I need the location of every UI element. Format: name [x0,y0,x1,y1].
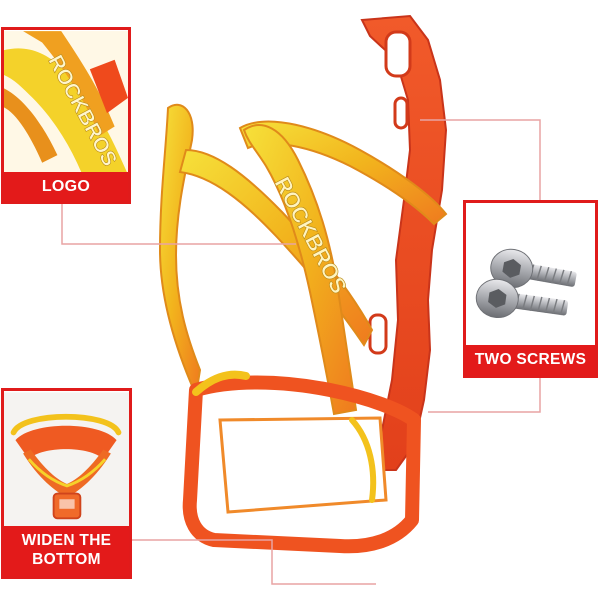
widen-bottom-callout-label: WIDEN THE BOTTOM [4,526,129,576]
widen-bottom-label-line1: WIDEN THE [21,532,112,549]
logo-closeup-image: ROCKBROS [4,31,128,200]
screws-callout: TWO SCREWS [463,200,598,378]
screws-callout-label: TWO SCREWS [466,345,595,375]
logo-callout: ROCKBROS LOGO [1,27,131,204]
widen-bottom-label-line2: BOTTOM [32,551,101,568]
logo-callout-label: LOGO [4,172,128,201]
widen-bottom-callout: WIDEN THE BOTTOM [1,388,132,579]
